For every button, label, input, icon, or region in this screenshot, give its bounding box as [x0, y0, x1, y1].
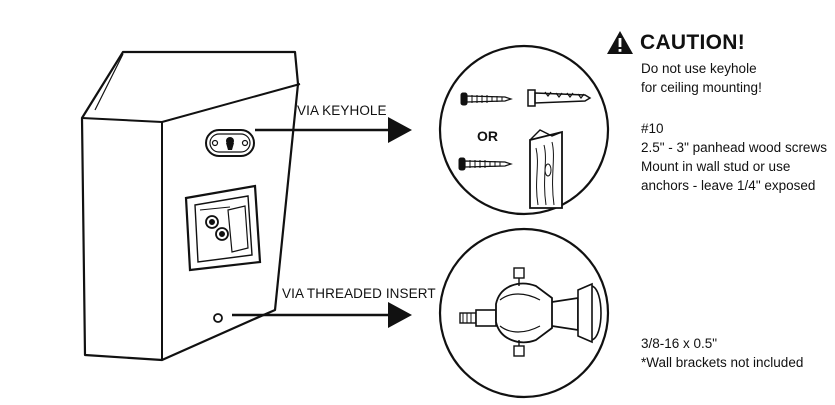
caution-line-1: Do not use keyhole [641, 61, 757, 76]
terminal-cup [184, 184, 262, 272]
insert-line-1: 3/8-16 x 0.5" [641, 336, 718, 351]
caution-text: Do not use keyhole for ceiling mounting! [641, 59, 762, 97]
wood-stud-icon [529, 129, 563, 209]
warning-triangle-icon [607, 31, 633, 54]
screw-line-3: anchors - leave 1/4" exposed [641, 178, 816, 193]
insert-detail-circle [438, 227, 610, 399]
insert-line-2: *Wall brackets not included [641, 355, 804, 370]
caution-title: CAUTION! [640, 31, 746, 54]
wood-screw-icon [460, 92, 513, 106]
screw-spec-text: #10 2.5" - 3" panhead wood screws Mount … [641, 119, 827, 195]
caution-line-2: for ceiling mounting! [641, 80, 762, 95]
threaded-insert-hole [213, 313, 223, 323]
keyhole-arrow [255, 117, 412, 143]
screw-line-2: Mount in wall stud or use [641, 159, 791, 174]
screw-size: #10 [641, 121, 664, 136]
keyhole-plate [205, 129, 255, 157]
wall-bracket-icon [495, 267, 602, 357]
or-label: OR [477, 128, 498, 144]
screw-detail-circle [438, 44, 610, 216]
wall-anchor-icon [527, 89, 592, 107]
keyhole-label: VIA KEYHOLE [297, 103, 387, 118]
threaded-insert-arrow [232, 302, 412, 328]
insert-spec-text: 3/8-16 x 0.5" *Wall brackets not include… [641, 334, 803, 372]
wood-screw-icon-2 [458, 157, 513, 171]
threaded-insert-label: VIA THREADED INSERT [282, 286, 436, 301]
screw-line-1: 2.5" - 3" panhead wood screws [641, 140, 827, 155]
